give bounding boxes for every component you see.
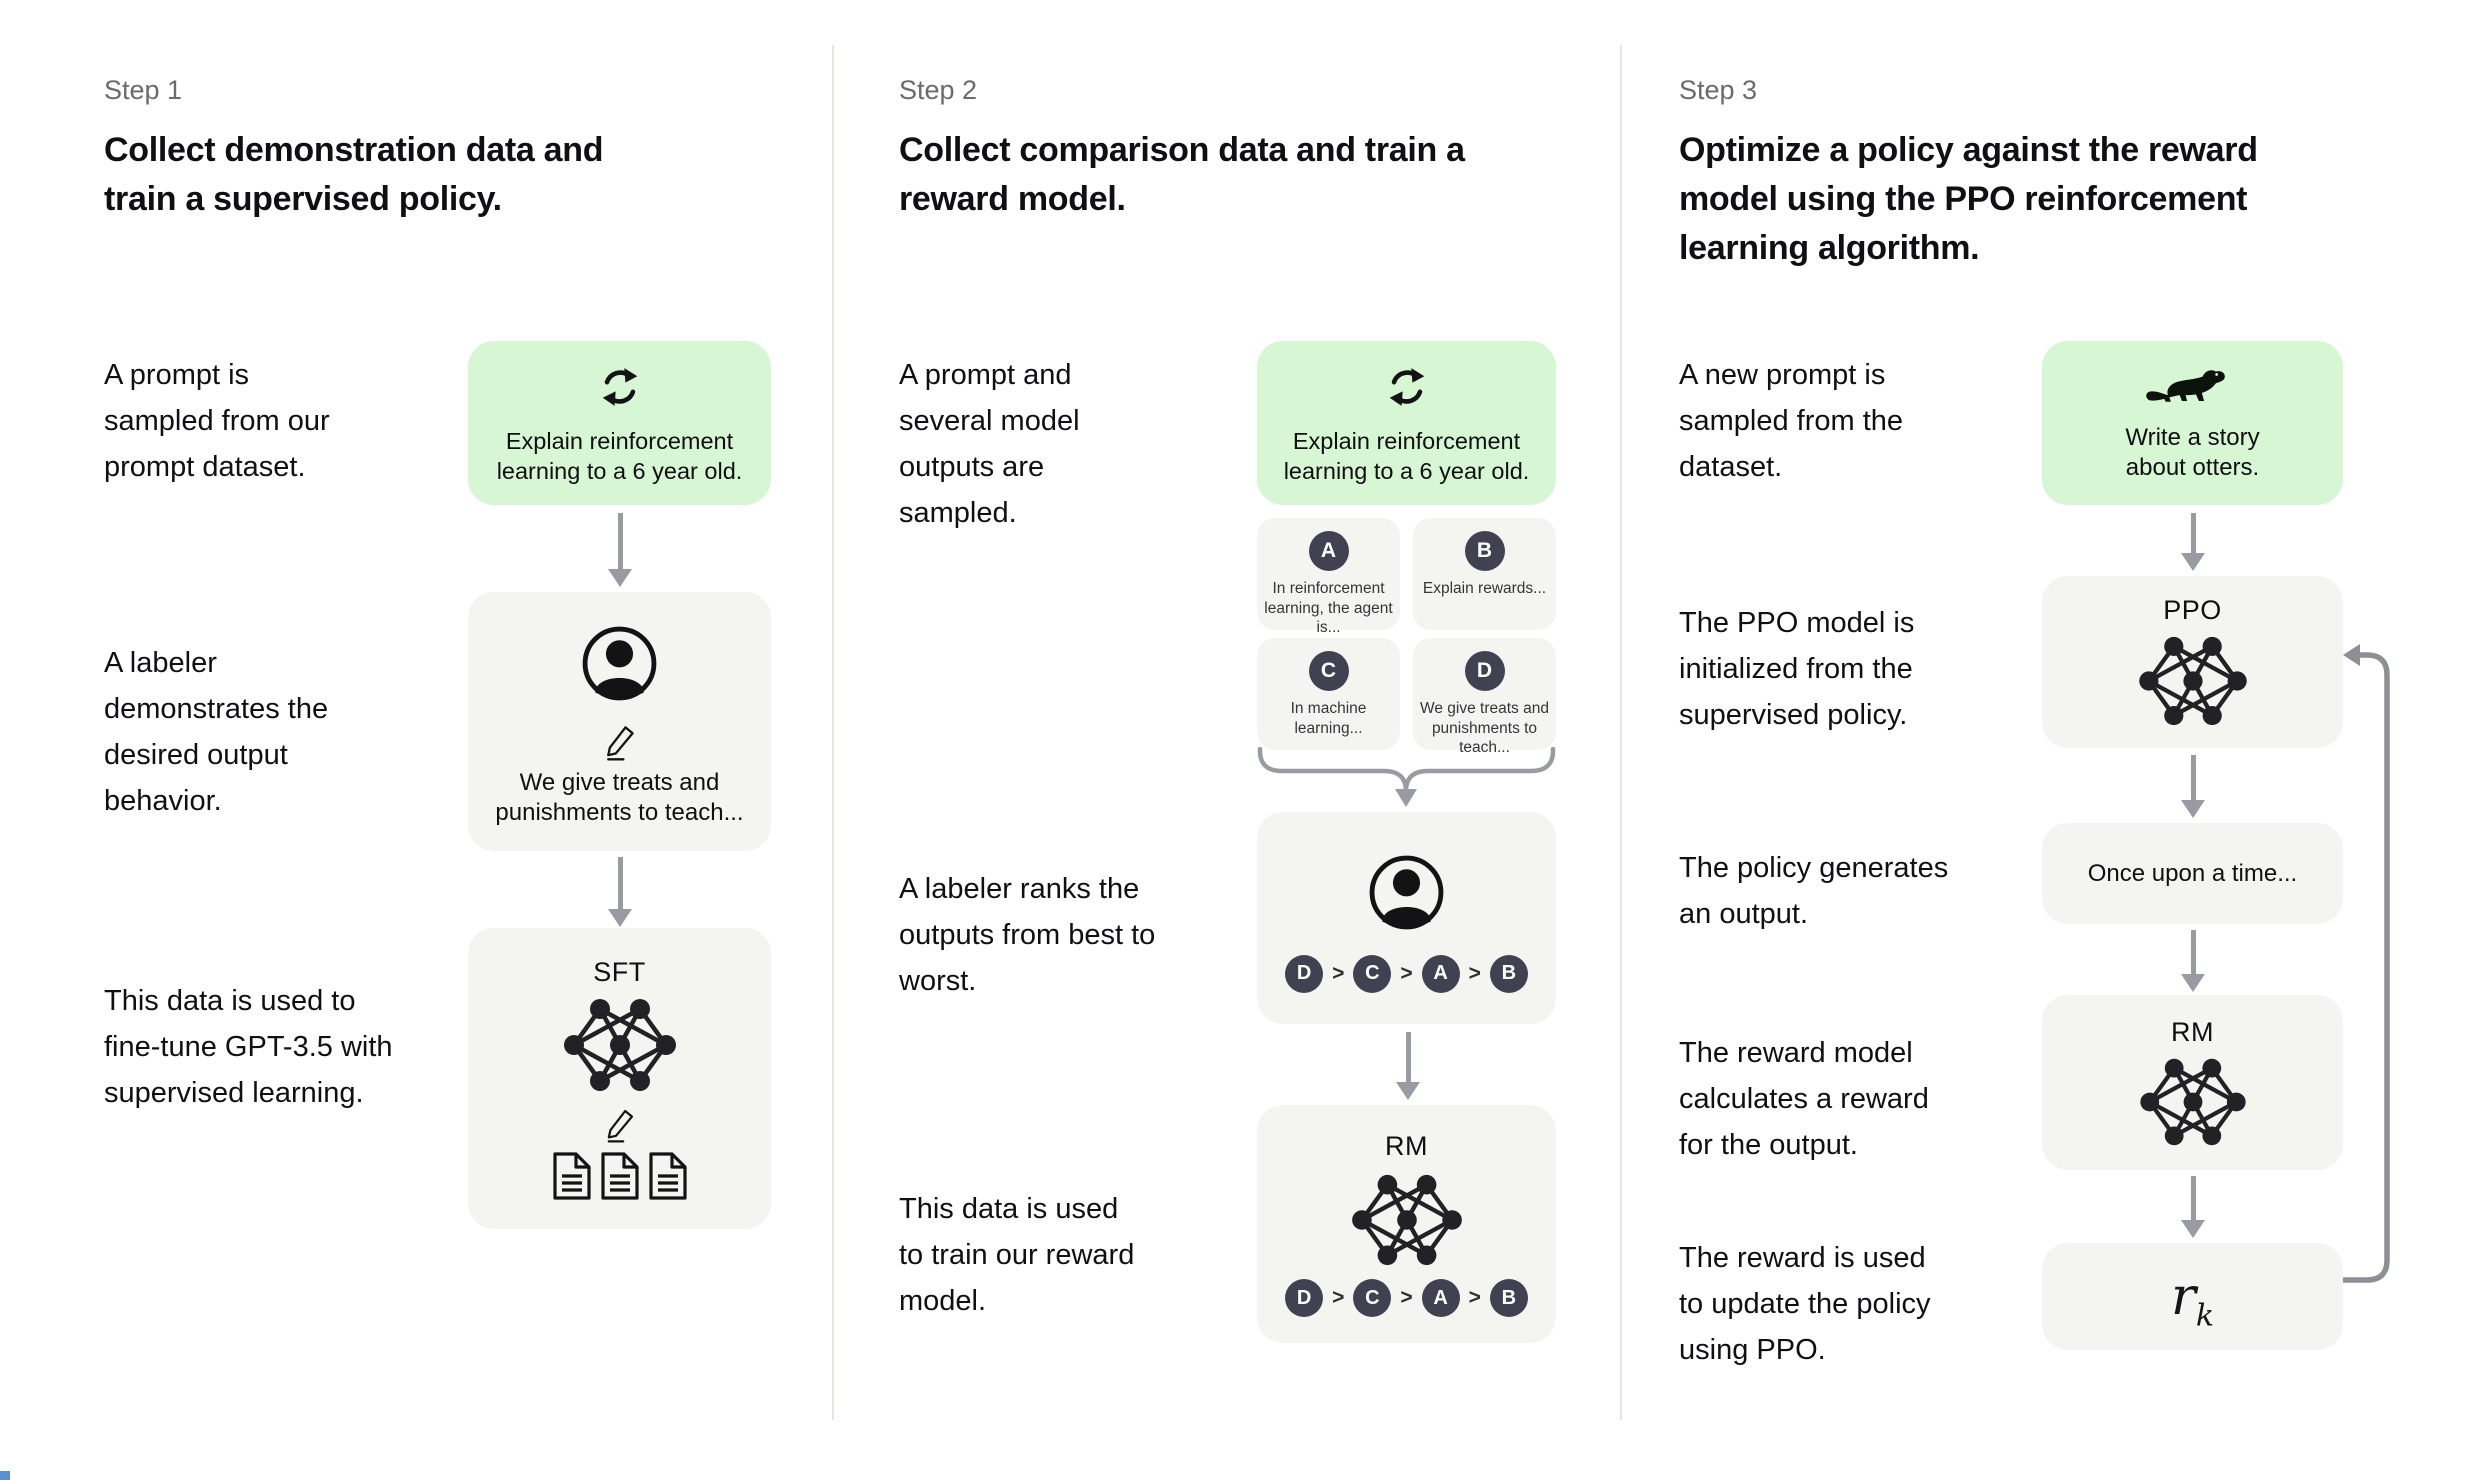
step1-caption-finetune: This data is used to fine-tune GPT-3.5 w… <box>104 985 393 1109</box>
step1-label: Step 1 <box>104 75 183 105</box>
feedback-loop-arrow <box>2343 644 2390 1283</box>
pencil-icon <box>606 726 634 761</box>
flow-arrow-down <box>608 513 632 587</box>
rm-model-label: RM <box>1385 1131 1428 1161</box>
rank-separator: > <box>1332 961 1345 985</box>
rank-separator: > <box>1400 1286 1413 1309</box>
step2-label: Step 2 <box>899 75 978 105</box>
step3-rm-box: RM <box>2042 995 2343 1170</box>
ranking-row: D > C > A > B <box>1285 954 1528 993</box>
rank-badge: A <box>1421 1279 1460 1317</box>
merge-bracket-arrow <box>1257 747 1556 807</box>
rank-badge: C <box>1353 954 1392 993</box>
person-icon <box>1358 844 1455 941</box>
step1-labeler-box: We give treats and punishments to teach.… <box>468 592 771 851</box>
neural-network-icon <box>556 995 684 1095</box>
step3-prompt-box: Write a story about otters. <box>2042 341 2343 505</box>
rank-badge: C <box>1353 1279 1392 1317</box>
step2-caption-train: This data is used to train our reward mo… <box>899 1193 1135 1317</box>
step1-caption-prompt: A prompt is sampled from our prompt data… <box>104 359 330 483</box>
step3-caption-generates: The policy generates an output. <box>1679 852 1949 930</box>
document-icon <box>552 1151 591 1200</box>
step2-caption-ranks: A labeler ranks the outputs from best to… <box>899 873 1156 997</box>
rank-badge: B <box>1489 954 1528 993</box>
rank-badge: B <box>1489 1279 1528 1317</box>
rank-badge: D <box>1285 954 1324 993</box>
output-badge: A <box>1308 531 1349 571</box>
rank-separator: > <box>1332 1286 1345 1309</box>
step1-labeler-text: We give treats and punishments to teach.… <box>495 769 744 826</box>
flow-arrow-down <box>2181 513 2205 571</box>
step1-prompt-box: Explain reinforcement learning to a 6 ye… <box>468 341 771 505</box>
rm-model-label: RM <box>2171 1016 2214 1047</box>
ppo-model-label: PPO <box>2163 595 2222 625</box>
step3-caption-reward: The reward model calculates a reward for… <box>1679 1037 1929 1161</box>
output-badge: B <box>1464 531 1505 571</box>
output-snippet: In machine learning... <box>1290 700 1367 737</box>
reward-value: rk <box>2170 1266 2215 1333</box>
pencil-icon <box>607 1109 633 1143</box>
ranking-row: D > C > A > B <box>1285 1279 1528 1317</box>
step1-title: Collect demonstration data and train a s… <box>104 131 604 218</box>
rank-separator: > <box>1468 1286 1481 1309</box>
cropped-blue-element <box>0 1471 10 1480</box>
output-badge: D <box>1464 651 1505 691</box>
step1-caption-labeler: A labeler demonstrates the desired outpu… <box>104 647 329 817</box>
neural-network-icon <box>1344 1171 1470 1269</box>
document-icon <box>600 1151 639 1200</box>
sft-model-label: SFT <box>593 956 646 987</box>
neural-network-icon <box>2131 633 2255 729</box>
column-divider <box>1620 45 1622 1420</box>
step2-rm-box: RM D > C > A > B <box>1257 1105 1556 1343</box>
output-snippet: We give treats and punishments to teach.… <box>1420 700 1549 756</box>
flow-arrow-down <box>2181 1176 2205 1238</box>
step2-caption-sampled: A prompt and several model outputs are s… <box>899 359 1080 529</box>
flow-arrow-down <box>2181 930 2205 992</box>
output-snippet: Explain rewards... <box>1422 580 1547 597</box>
step3-output-box: Once upon a time... <box>2042 823 2343 924</box>
step2-title: Collect comparison data and train a rewa… <box>899 131 1465 218</box>
output-box-a: A In reinforcement learning, the agent i… <box>1257 518 1400 636</box>
refresh-cycle-icon <box>1380 360 1434 414</box>
step3-caption-new-prompt: A new prompt is sampled from the dataset… <box>1679 359 1904 483</box>
output-box-d: D We give treats and punishments to teac… <box>1413 638 1556 756</box>
otter-icon <box>2145 370 2225 402</box>
output-box-b: B Explain rewards... <box>1413 518 1556 630</box>
step2-ranking-box: D > C > A > B <box>1257 812 1556 1024</box>
rank-separator: > <box>1468 961 1481 985</box>
neural-network-icon <box>2133 1055 2253 1149</box>
step3-output-text: Once upon a time... <box>2087 859 2298 887</box>
output-snippet: In reinforcement learning, the agent is.… <box>1264 580 1393 636</box>
person-icon <box>571 615 668 712</box>
rank-badge: A <box>1421 954 1460 993</box>
column-divider <box>832 45 834 1420</box>
rank-separator: > <box>1400 961 1413 985</box>
step1-prompt-text: Explain reinforcement learning to a 6 ye… <box>496 428 743 484</box>
step3-caption-ppo-init: The PPO model is initialized from the su… <box>1679 607 1915 731</box>
flow-arrow-down <box>2181 755 2205 818</box>
document-icon <box>648 1151 687 1200</box>
step3-prompt-text: Write a story about otters. <box>2125 424 2260 481</box>
flow-arrow-down <box>608 857 632 927</box>
output-badge: C <box>1308 651 1349 691</box>
refresh-cycle-icon <box>593 360 647 414</box>
flow-arrow-down <box>1396 1032 1420 1100</box>
step2-prompt-box: Explain reinforcement learning to a 6 ye… <box>1257 341 1556 505</box>
documents-icon <box>552 1151 688 1201</box>
step1-sft-box: SFT <box>468 928 771 1229</box>
rank-badge: D <box>1285 1279 1324 1317</box>
output-box-c: C In machine learning... <box>1257 638 1400 750</box>
step3-caption-update: The reward is used to update the policy … <box>1679 1242 1931 1366</box>
step3-title: Optimize a policy against the reward mod… <box>1679 131 2258 267</box>
step3-ppo-box: PPO <box>2042 576 2343 748</box>
step3-reward-box: rk <box>2042 1243 2343 1350</box>
step2-prompt-text: Explain reinforcement learning to a 6 ye… <box>1283 428 1530 484</box>
step3-label: Step 3 <box>1679 75 1758 105</box>
